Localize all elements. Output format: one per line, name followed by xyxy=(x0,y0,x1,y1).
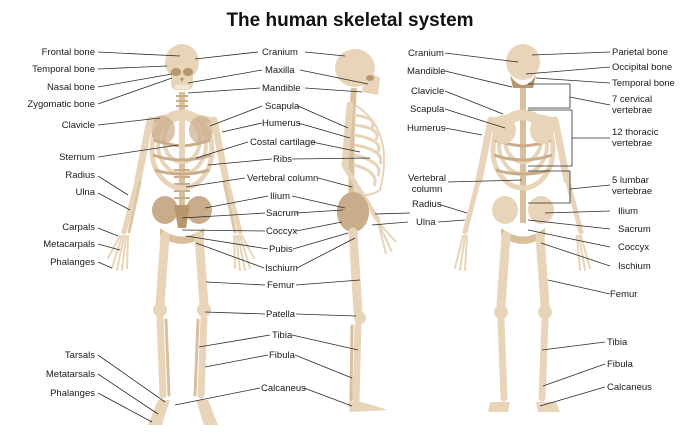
label-maxilla: Maxilla xyxy=(265,65,295,76)
label-parietal-bone: Parietal bone xyxy=(612,47,668,58)
label-back-clavicle: Clavicle xyxy=(411,86,445,97)
front-skeleton xyxy=(107,44,255,425)
label-back-ischium: Ischium xyxy=(618,261,651,272)
label-back-sacrum: Sacrum xyxy=(618,224,651,235)
label-back-ilium: Ilium xyxy=(618,206,639,217)
label-ilium: Ilium xyxy=(270,191,291,202)
label-cervical-vertebrae: 7 cervical vertebrae xyxy=(612,94,653,116)
label-metacarpals: Metacarpals xyxy=(43,239,95,250)
label-humerus: Humerus xyxy=(262,118,301,129)
label-back-fibula: Fibula xyxy=(607,359,633,370)
label-phalanges-foot: Phalanges xyxy=(50,388,95,399)
label-sacrum: Sacrum xyxy=(266,208,299,219)
label-back-vertebral-column: Vertebral column xyxy=(407,173,447,195)
label-back-cranium: Cranium xyxy=(408,48,444,59)
label-costal-cartilage: Costal cartilage xyxy=(250,137,316,148)
label-back-ulna: Ulna xyxy=(416,217,436,228)
label-tibia: Tibia xyxy=(272,330,293,341)
label-cranium: Cranium xyxy=(262,47,298,58)
label-femur: Femur xyxy=(267,280,295,291)
label-calcaneus: Calcaneus xyxy=(261,383,306,394)
label-frontal-bone: Frontal bone xyxy=(41,47,95,58)
label-patella: Patella xyxy=(266,309,296,320)
label-ulna: Ulna xyxy=(75,187,95,198)
label-back-temporal-bone: Temporal bone xyxy=(612,78,675,89)
label-fibula: Fibula xyxy=(269,350,295,361)
label-radius: Radius xyxy=(65,170,95,181)
side-skeleton xyxy=(335,49,397,412)
label-sternum: Sternum xyxy=(59,152,95,163)
label-thoracic-vertebrae: 12 thoracic vertebrae xyxy=(612,127,659,149)
diagram-title: The human skeletal system xyxy=(226,10,474,31)
label-carpals: Carpals xyxy=(62,222,95,233)
label-coccyx: Coccyx xyxy=(266,226,298,237)
label-back-calcaneus: Calcaneus xyxy=(607,382,652,393)
label-ribs: Ribs xyxy=(273,154,293,165)
label-tarsals: Tarsals xyxy=(64,350,95,361)
label-occipital-bone: Occipital bone xyxy=(612,62,673,73)
label-back-mandible: Mandible xyxy=(407,66,446,77)
leader-lines xyxy=(97,51,611,423)
label-vertebral-column: Vertebral column xyxy=(247,173,319,184)
label-back-tibia: Tibia xyxy=(607,337,628,348)
label-mandible: Mandible xyxy=(262,83,301,94)
label-pubis: Pubis xyxy=(269,244,293,255)
label-scapula: Scapula xyxy=(265,101,300,112)
label-nasal-bone: Nasal bone xyxy=(46,82,95,93)
label-metatarsals: Metatarsals xyxy=(45,369,95,380)
label-clavicle: Clavicle xyxy=(61,120,95,131)
label-back-humerus: Humerus xyxy=(407,123,446,134)
label-back-femur: Femur xyxy=(610,289,638,300)
label-zygomatic-bone: Zygomatic bone xyxy=(27,99,95,110)
label-lumbar-vertebrae: 5 lumbar vertebrae xyxy=(612,175,653,197)
label-back-coccyx: Coccyx xyxy=(618,242,650,253)
label-back-radius: Radius xyxy=(412,199,442,210)
label-ischium: Ischium xyxy=(265,263,298,274)
label-phalanges-hand: Phalanges xyxy=(50,257,95,268)
label-back-scapula: Scapula xyxy=(410,104,445,115)
label-temporal-bone: Temporal bone xyxy=(32,64,95,75)
